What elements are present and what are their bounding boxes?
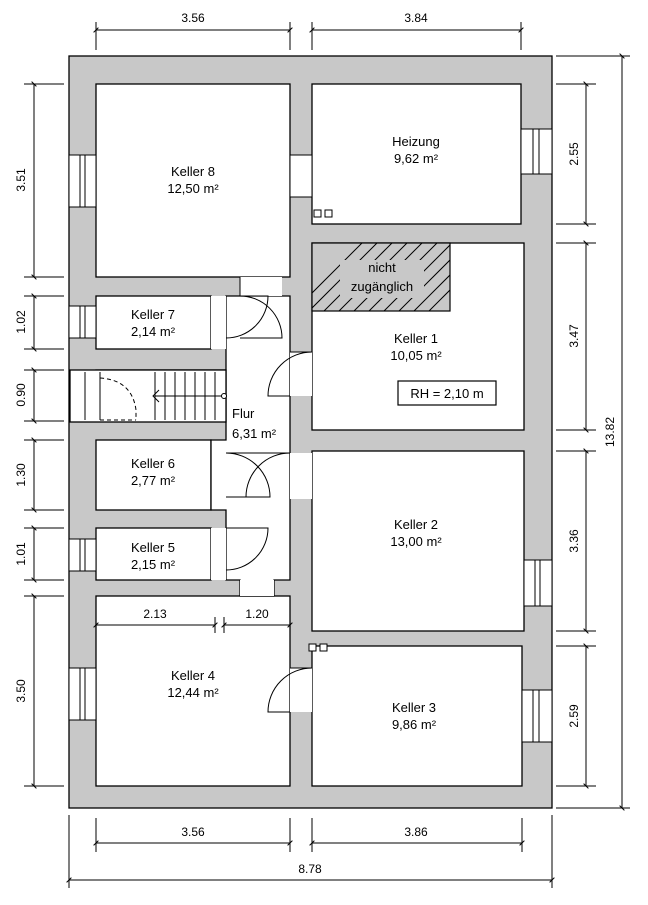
area-keller-6: 2,77 m² xyxy=(131,473,176,488)
room-keller-8 xyxy=(95,83,291,278)
label-keller-6: Keller 6 xyxy=(131,456,175,471)
dim-right-2: 3.47 xyxy=(567,324,581,348)
inaccessible-line-1: nicht xyxy=(368,260,396,275)
dim-right-1: 2.55 xyxy=(567,142,581,166)
windows xyxy=(68,128,553,743)
room-keller-3 xyxy=(311,645,523,787)
dim-bottom-left: 3.56 xyxy=(181,825,205,839)
label-keller-7: Keller 7 xyxy=(131,307,175,322)
window-keller-8 xyxy=(68,154,97,208)
stairs xyxy=(84,372,227,421)
window-keller-5 xyxy=(68,538,97,572)
dim-inner-1: 2.13 xyxy=(143,607,167,621)
room-keller-7 xyxy=(95,295,212,350)
window-keller-7 xyxy=(68,305,97,339)
area-flur: 6,31 m² xyxy=(232,426,277,441)
dim-left-2: 1.02 xyxy=(14,310,28,334)
dim-right-4: 2.59 xyxy=(567,704,581,728)
room-height-label: RH = 2,10 m xyxy=(410,386,483,401)
dim-top-right: 3.84 xyxy=(404,11,428,25)
dim-inner-2: 1.20 xyxy=(245,607,269,621)
area-keller-1: 10,05 m² xyxy=(390,348,442,363)
dim-left-6: 3.50 xyxy=(14,679,28,703)
doors xyxy=(211,277,313,713)
vents xyxy=(308,209,333,652)
window-keller-3 xyxy=(521,689,553,743)
room-heizung xyxy=(311,83,522,225)
room-keller-6 xyxy=(95,439,212,511)
dim-total-height: 13.82 xyxy=(603,417,617,447)
area-keller-7: 2,14 m² xyxy=(131,324,176,339)
label-keller-3: Keller 3 xyxy=(392,700,436,715)
dim-bottom-right: 3.86 xyxy=(404,825,428,839)
label-keller-5: Keller 5 xyxy=(131,540,175,555)
label-heizung: Heizung xyxy=(392,134,440,149)
label-keller-8: Keller 8 xyxy=(171,164,215,179)
dim-top-left: 3.56 xyxy=(181,11,205,25)
label-keller-2: Keller 2 xyxy=(394,517,438,532)
area-keller-3: 9,86 m² xyxy=(392,717,437,732)
window-keller-2 xyxy=(523,559,553,607)
label-keller-1: Keller 1 xyxy=(394,331,438,346)
window-keller-4 xyxy=(68,667,97,721)
label-keller-4: Keller 4 xyxy=(171,668,215,683)
area-keller-4: 12,44 m² xyxy=(167,685,219,700)
dim-total-width: 8.78 xyxy=(298,862,322,876)
area-keller-2: 13,00 m² xyxy=(390,534,442,549)
area-keller-5: 2,15 m² xyxy=(131,557,176,572)
dimension-labels: 3.56 3.84 3.51 1.02 0.90 1.30 1.01 3.50 … xyxy=(14,11,617,876)
room-height-box xyxy=(397,380,497,406)
dim-left-3: 0.90 xyxy=(14,383,28,407)
dim-left-1: 3.51 xyxy=(14,168,28,192)
room-labels: Keller 8 12,50 m² Heizung 9,62 m² Keller… xyxy=(131,134,484,732)
area-keller-8: 12,50 m² xyxy=(167,181,219,196)
dim-right-3: 3.36 xyxy=(567,529,581,553)
label-flur: Flur xyxy=(232,406,255,421)
room-keller-2 xyxy=(311,450,525,632)
dimension-lines xyxy=(24,22,630,888)
inaccessible-area xyxy=(311,242,451,312)
dim-left-5: 1.01 xyxy=(14,542,28,566)
dim-left-4: 1.30 xyxy=(14,463,28,487)
window-heizung xyxy=(520,128,553,175)
inaccessible-line-2: zugänglich xyxy=(351,279,413,294)
area-heizung: 9,62 m² xyxy=(394,151,439,166)
